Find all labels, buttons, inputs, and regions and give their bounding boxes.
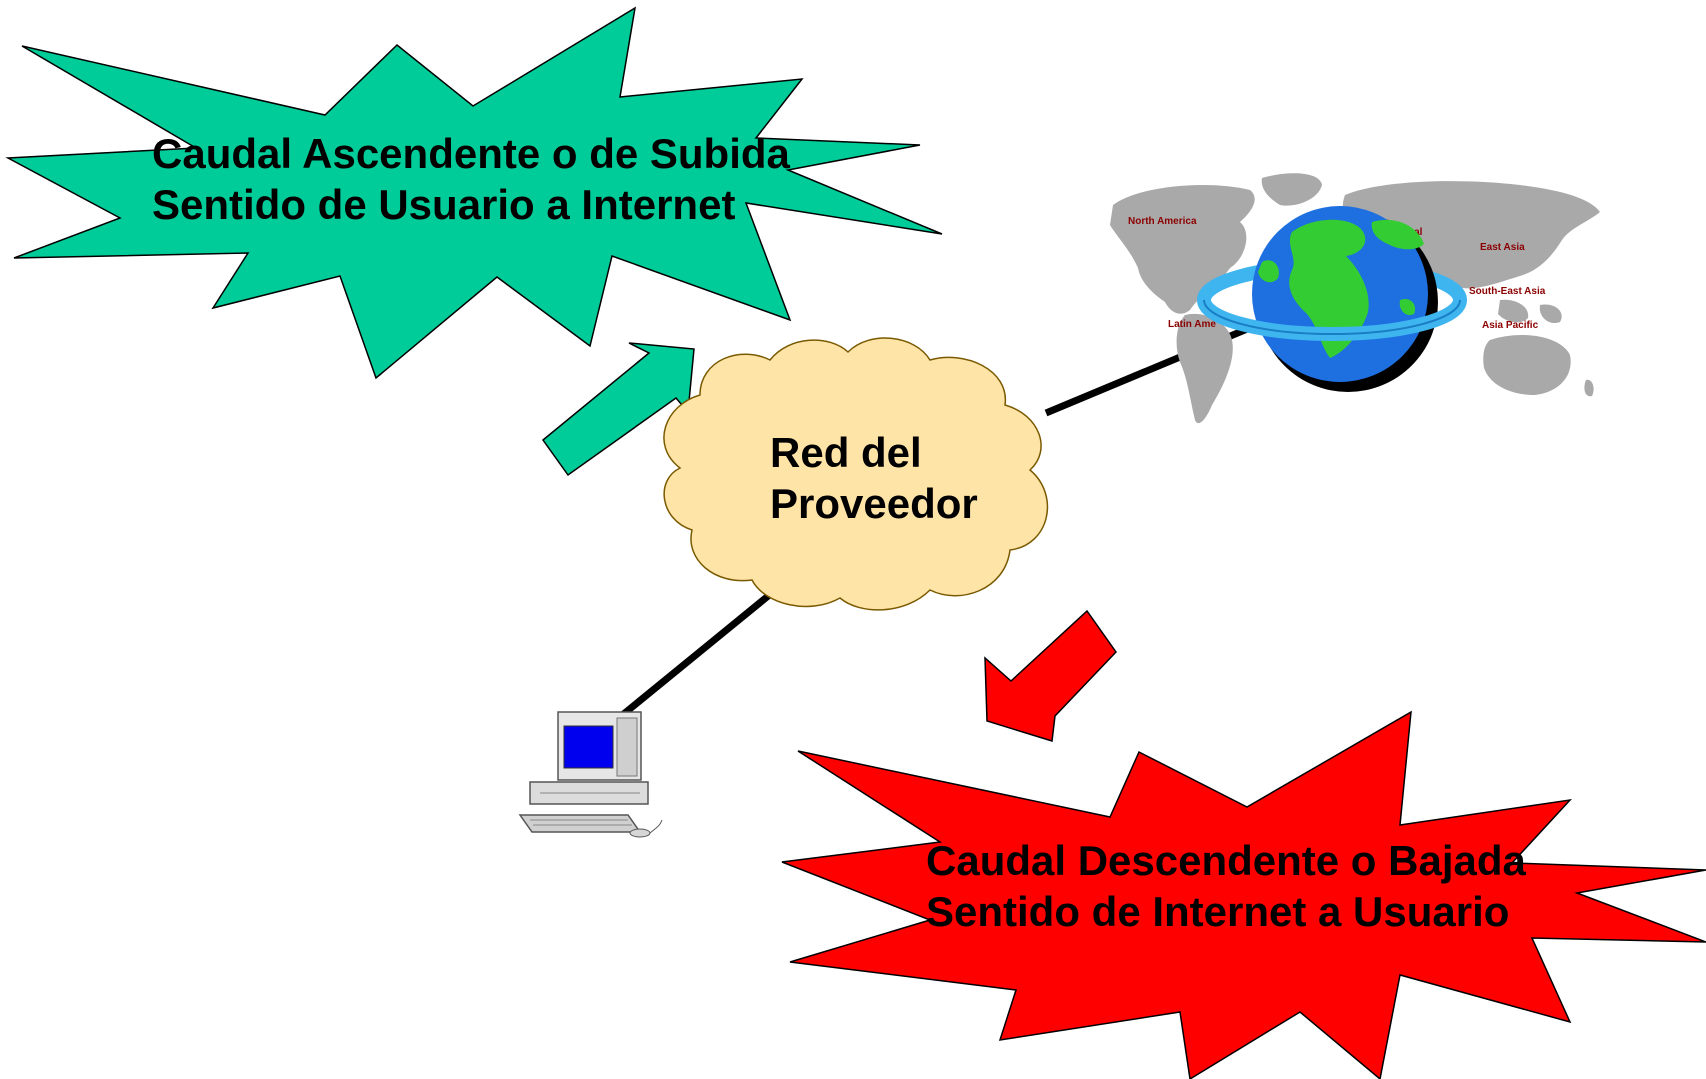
map-label-latin-america: Latin Ame [1168,319,1216,330]
download-burst [781,710,1706,1079]
cloud-label-line1: Red del [770,429,922,476]
upload-arrow [541,342,695,477]
download-label-line1: Caudal Descendente o Bajada [926,837,1526,884]
download-label: Caudal Descendente o Bajada Sentido de I… [926,835,1526,937]
globe-icon [1197,206,1467,392]
map-label-east-asia: East Asia [1480,242,1525,253]
upload-label: Caudal Ascendente o de Subida Sentido de… [152,128,790,230]
cloud-label: Red del Proveedor [770,427,978,529]
upload-label-line1: Caudal Ascendente o de Subida [152,130,790,177]
upload-label-line2: Sentido de Usuario a Internet [152,181,736,229]
upload-burst [5,6,943,380]
download-arrow [984,609,1117,742]
map-label-asia-pacific: Asia Pacific [1482,320,1539,331]
cloud-label-line2: Proveedor [770,480,978,528]
download-label-line2: Sentido de Internet a Usuario [926,888,1510,936]
world-map-icon: North America ope Central sia East Asia … [1110,173,1600,424]
desktop-computer-icon [518,711,663,838]
map-label-south-east-asia: South-East Asia [1469,286,1546,297]
map-label-north-america: North America [1128,216,1197,227]
provider-cloud [663,337,1049,611]
